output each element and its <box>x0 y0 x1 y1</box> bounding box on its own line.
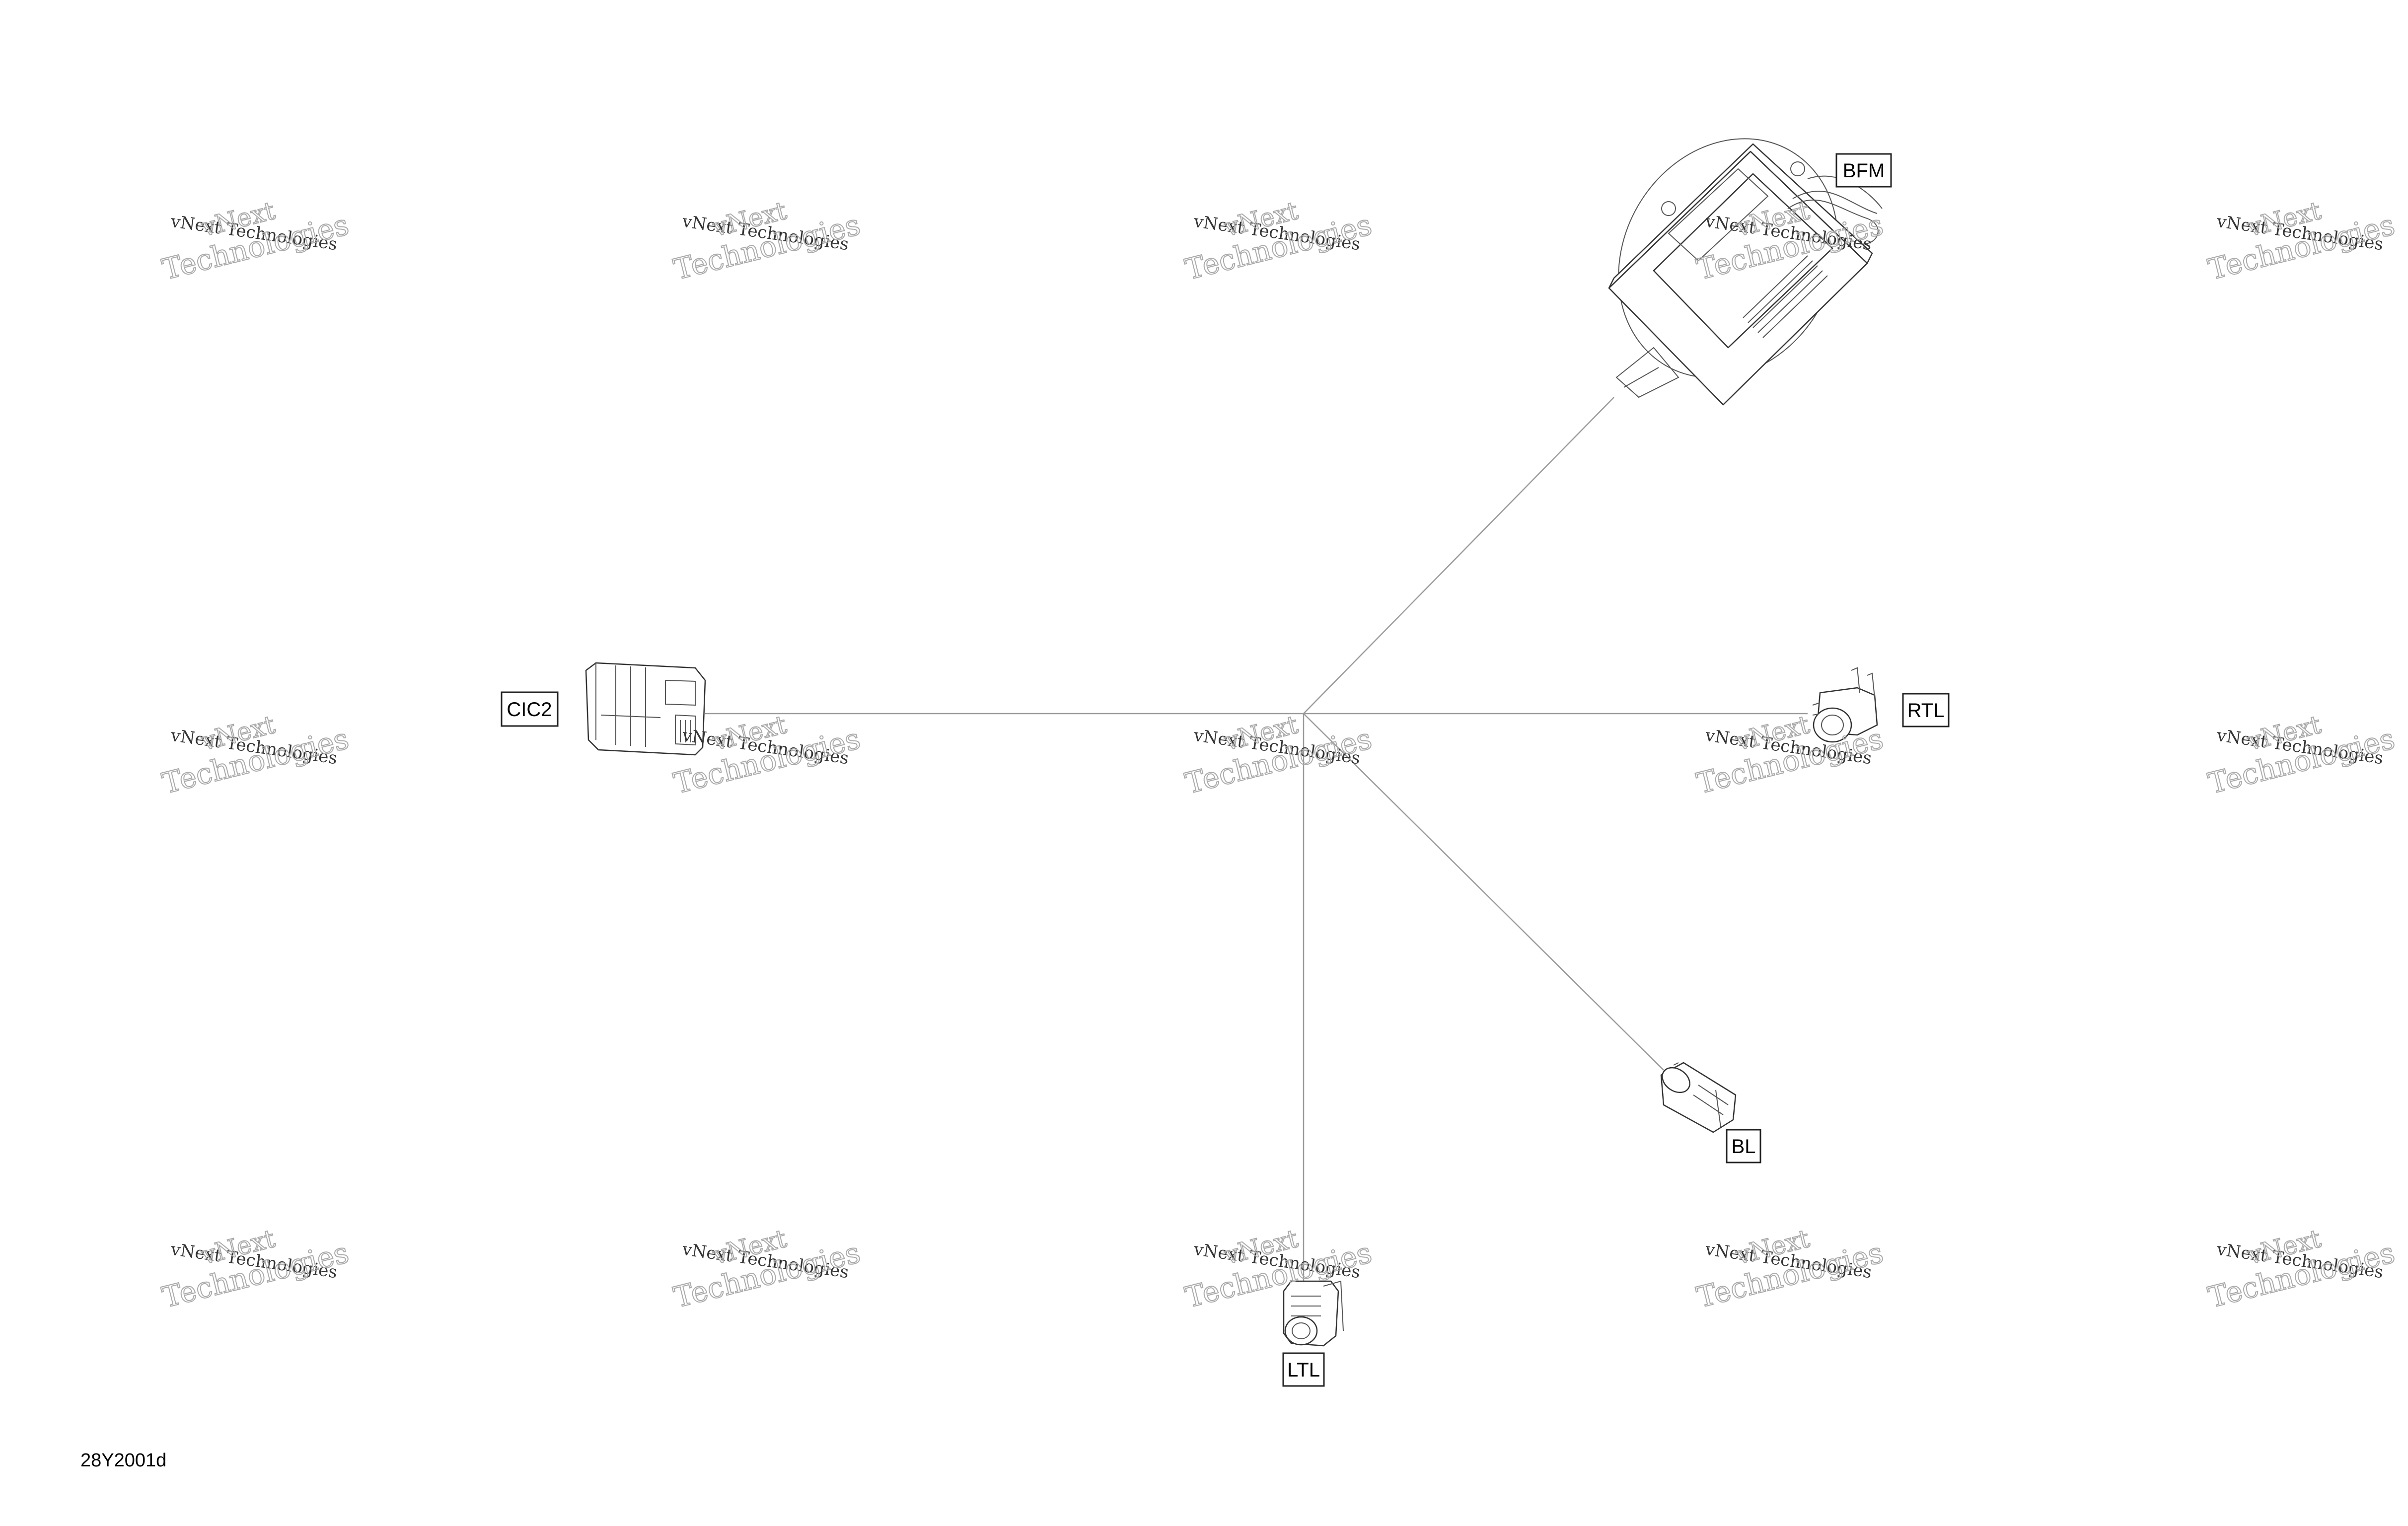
wire-to-bl <box>1303 713 1664 1071</box>
wire-to-bfm <box>1303 397 1614 714</box>
drawing-code: 28Y2001d <box>80 1450 167 1471</box>
watermark: vNext Technologies vNext Technologies <box>1181 1224 1376 1315</box>
label-bfm: BFM <box>1835 153 1892 188</box>
bfm-module <box>1608 138 1883 406</box>
watermark: vNext Technologies vNext Technologies <box>158 196 353 287</box>
watermark: vNext Technologies vNext Technologies <box>2204 1224 2399 1315</box>
label-cic2: CIC2 <box>501 691 559 727</box>
watermark: vNext Technologies vNext Technologies <box>1181 196 1376 287</box>
label-cic2-text: CIC2 <box>507 699 552 721</box>
harness-wires <box>705 397 1808 1281</box>
watermark: vNext Technologies vNext Technologies <box>1693 1224 1887 1315</box>
cic2-connector <box>585 662 706 756</box>
watermark: vNext Technologies vNext Technologies <box>158 1224 353 1315</box>
watermark: vNext Technologies vNext Technologies <box>1181 710 1376 801</box>
watermark: vNext Technologies vNext Technologies <box>2204 196 2399 287</box>
watermark: vNext Technologies vNext Technologies <box>670 196 864 287</box>
label-bfm-text: BFM <box>1843 160 1885 182</box>
label-ltl-text: LTL <box>1287 1359 1320 1381</box>
bl-connector <box>1660 1062 1737 1133</box>
watermark: vNext Technologies vNext Technologies <box>158 710 353 801</box>
label-bl: BL <box>1726 1129 1761 1163</box>
label-rtl: RTL <box>1902 693 1950 727</box>
label-ltl: LTL <box>1282 1352 1325 1387</box>
ltl-connector <box>1283 1280 1344 1347</box>
label-rtl-text: RTL <box>1907 700 1945 722</box>
watermark: vNext Technologies vNext Technologies <box>670 1224 864 1315</box>
label-bl-text: BL <box>1732 1136 1756 1158</box>
rtl-connector <box>1812 667 1878 743</box>
watermark: vNext Technologies vNext Technologies <box>2204 710 2399 801</box>
watermark-grid: vNext Technologies vNext Technologies vN… <box>158 196 2399 1315</box>
